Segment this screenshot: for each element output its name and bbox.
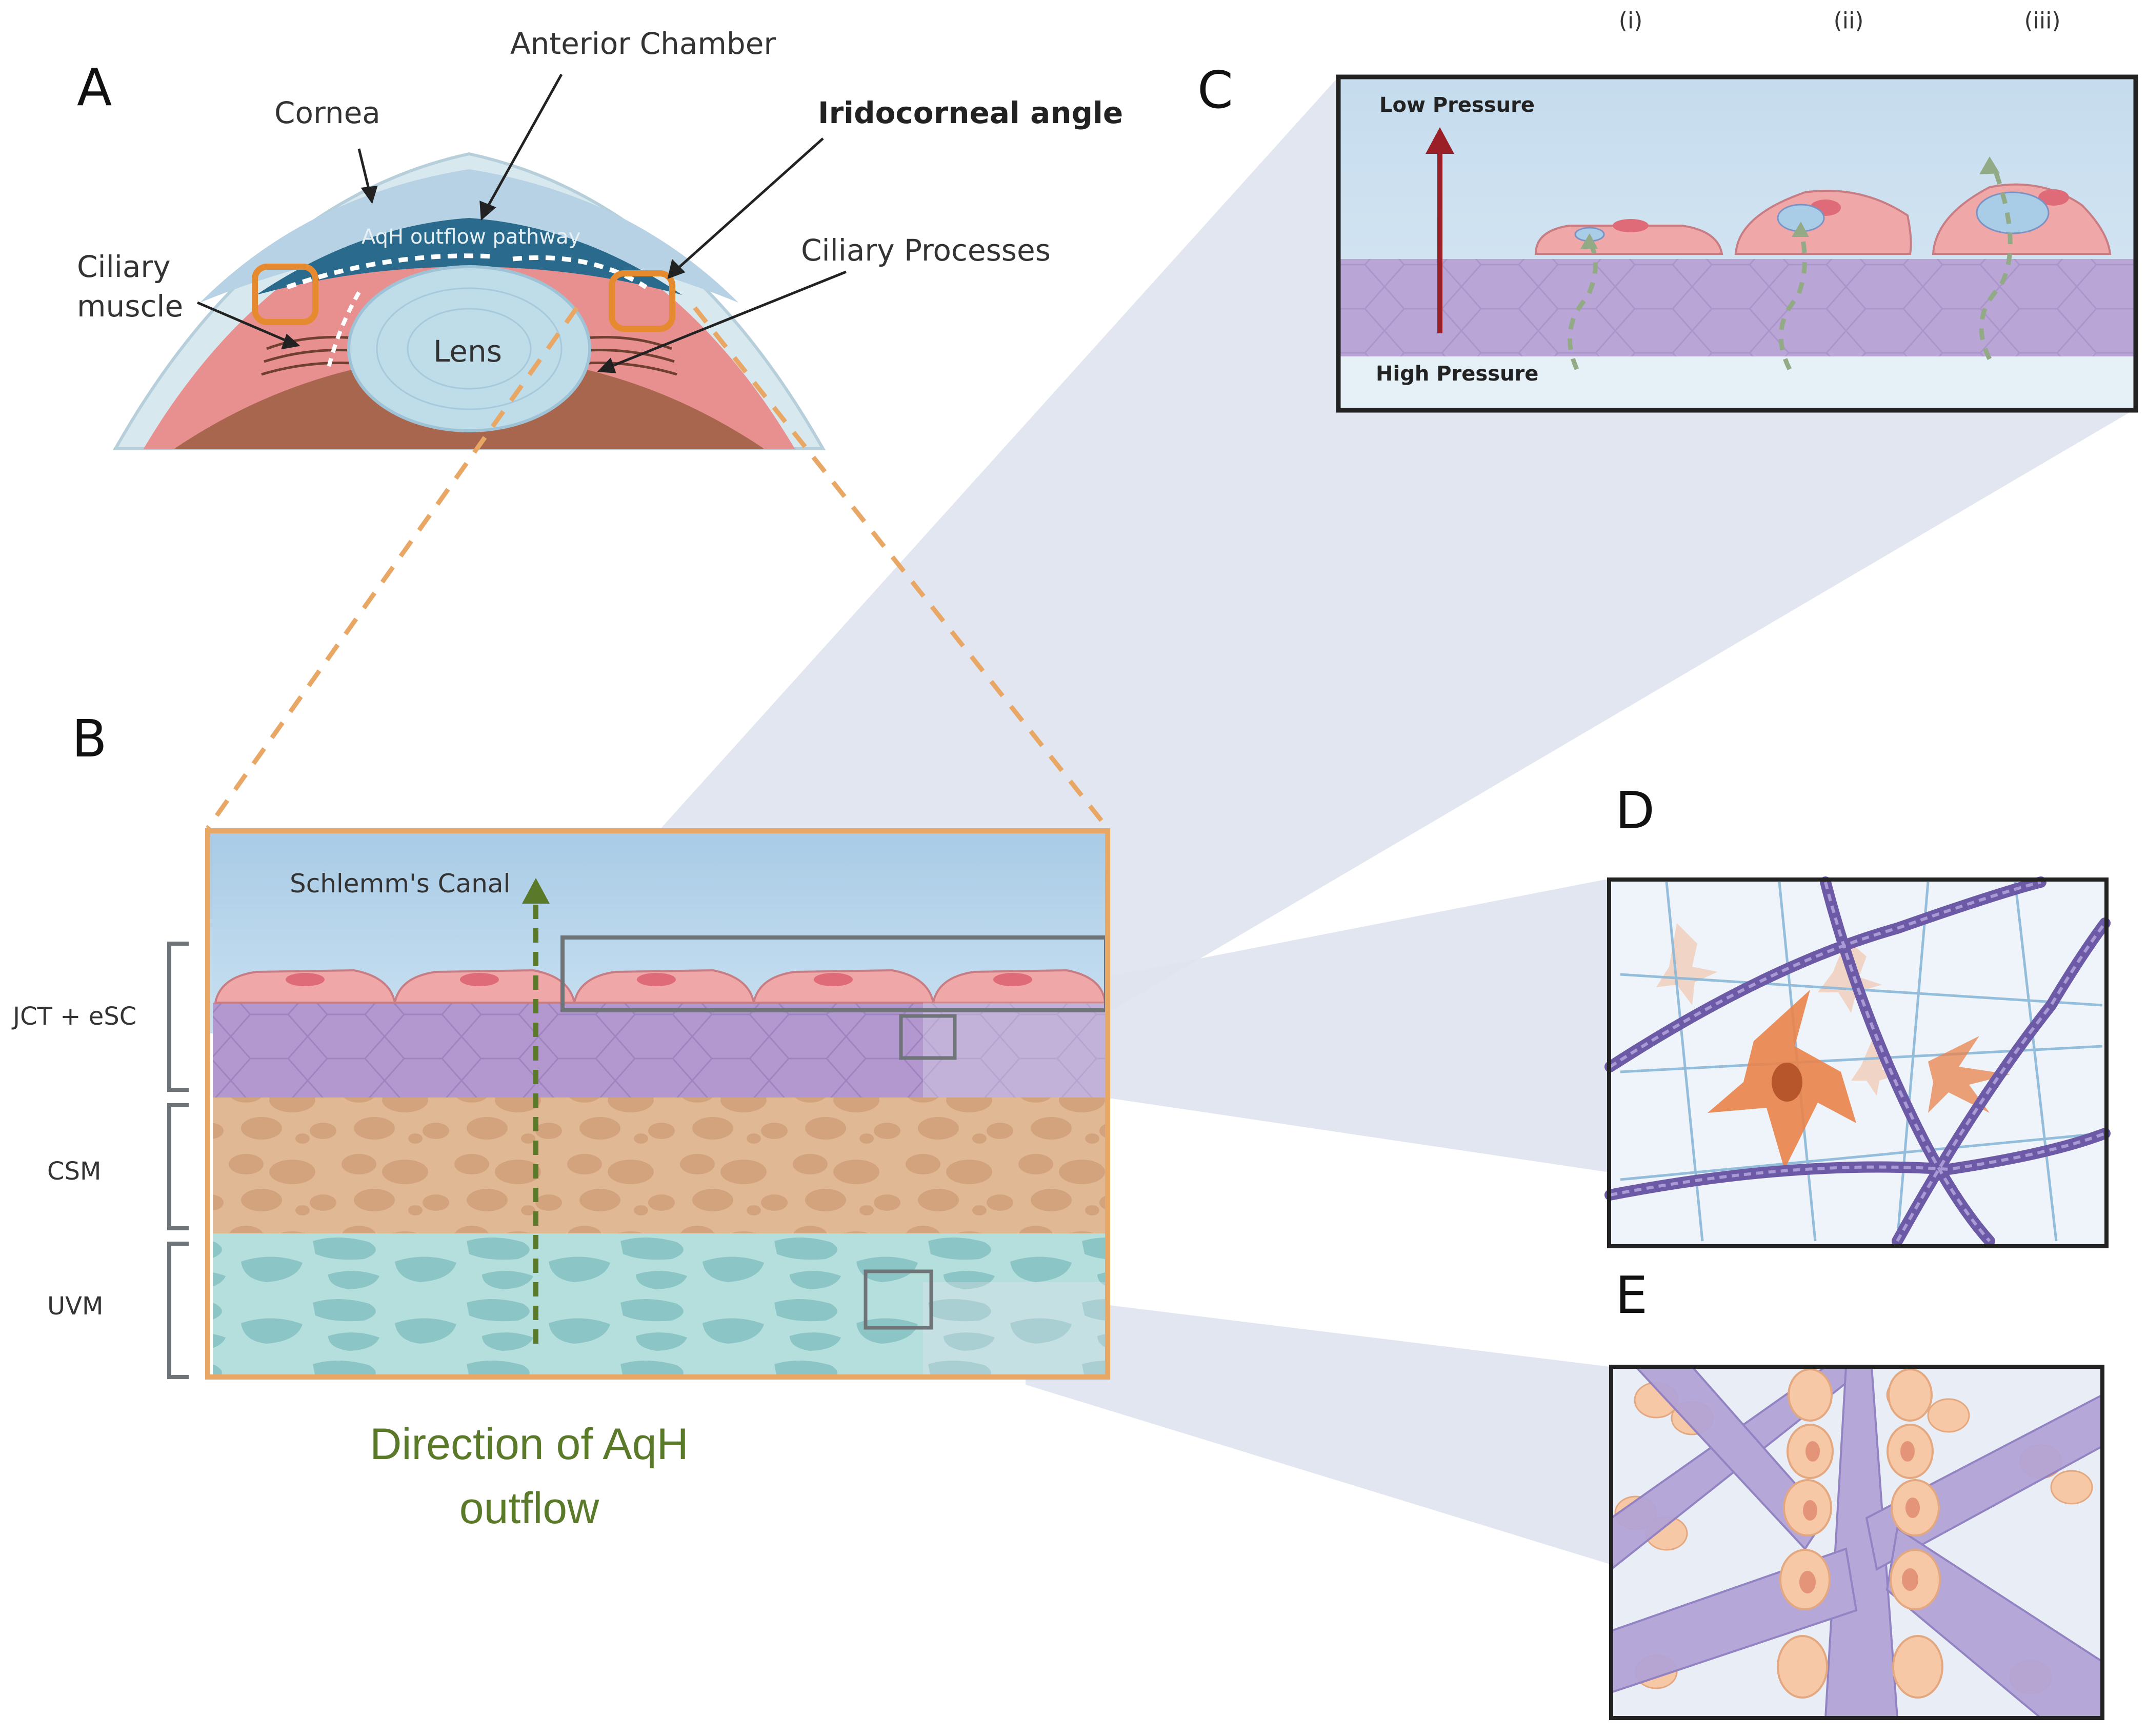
stage-label-ii: (ii) xyxy=(1834,8,1864,34)
layer-label-csm: CSM xyxy=(47,1157,101,1186)
layer-label-uvm: UVM xyxy=(47,1292,103,1321)
label-aqh-pathway: AqH outflow pathway xyxy=(362,225,580,249)
panel-letter-a: A xyxy=(77,57,112,117)
panel-d-ecm xyxy=(1604,876,2111,1248)
label-high-pressure: High Pressure xyxy=(1376,362,1538,386)
eye-illustration xyxy=(112,73,847,450)
layer-brackets xyxy=(167,942,189,1379)
label-iridocorneal-angle: Iridocorneal angle xyxy=(818,95,1123,130)
label-cornea: Cornea xyxy=(274,95,380,130)
label-lens: Lens xyxy=(433,334,502,369)
stage-label-i: (i) xyxy=(1619,8,1643,34)
zoom-lines-a-to-b xyxy=(206,306,1110,830)
label-ciliary-muscle-2: muscle xyxy=(77,289,183,324)
layer-label-jct: JCT + eSC xyxy=(11,1002,136,1031)
panel-letter-c: C xyxy=(1197,60,1233,120)
panel-b-tissue xyxy=(205,828,1110,1380)
label-ciliary-muscle-1: Ciliary xyxy=(77,249,171,284)
panel-letter-d: D xyxy=(1615,781,1655,841)
stage-label-iii: (iii) xyxy=(2024,8,2060,34)
label-ciliary-processes: Ciliary Processes xyxy=(801,233,1051,268)
label-anterior-chamber: Anterior Chamber xyxy=(510,26,776,61)
label-schlemms-canal: Schlemm's Canal xyxy=(290,869,510,899)
panel-c-pressure xyxy=(1336,74,2138,413)
panel-letter-b: B xyxy=(72,709,107,769)
direction-label-line1: Direction of AqH xyxy=(370,1420,688,1469)
direction-label-line2: outflow xyxy=(459,1484,599,1533)
panel-letter-e: E xyxy=(1615,1265,1648,1325)
panel-e-uveal xyxy=(1609,1365,2104,1720)
label-low-pressure: Low Pressure xyxy=(1379,93,1535,117)
